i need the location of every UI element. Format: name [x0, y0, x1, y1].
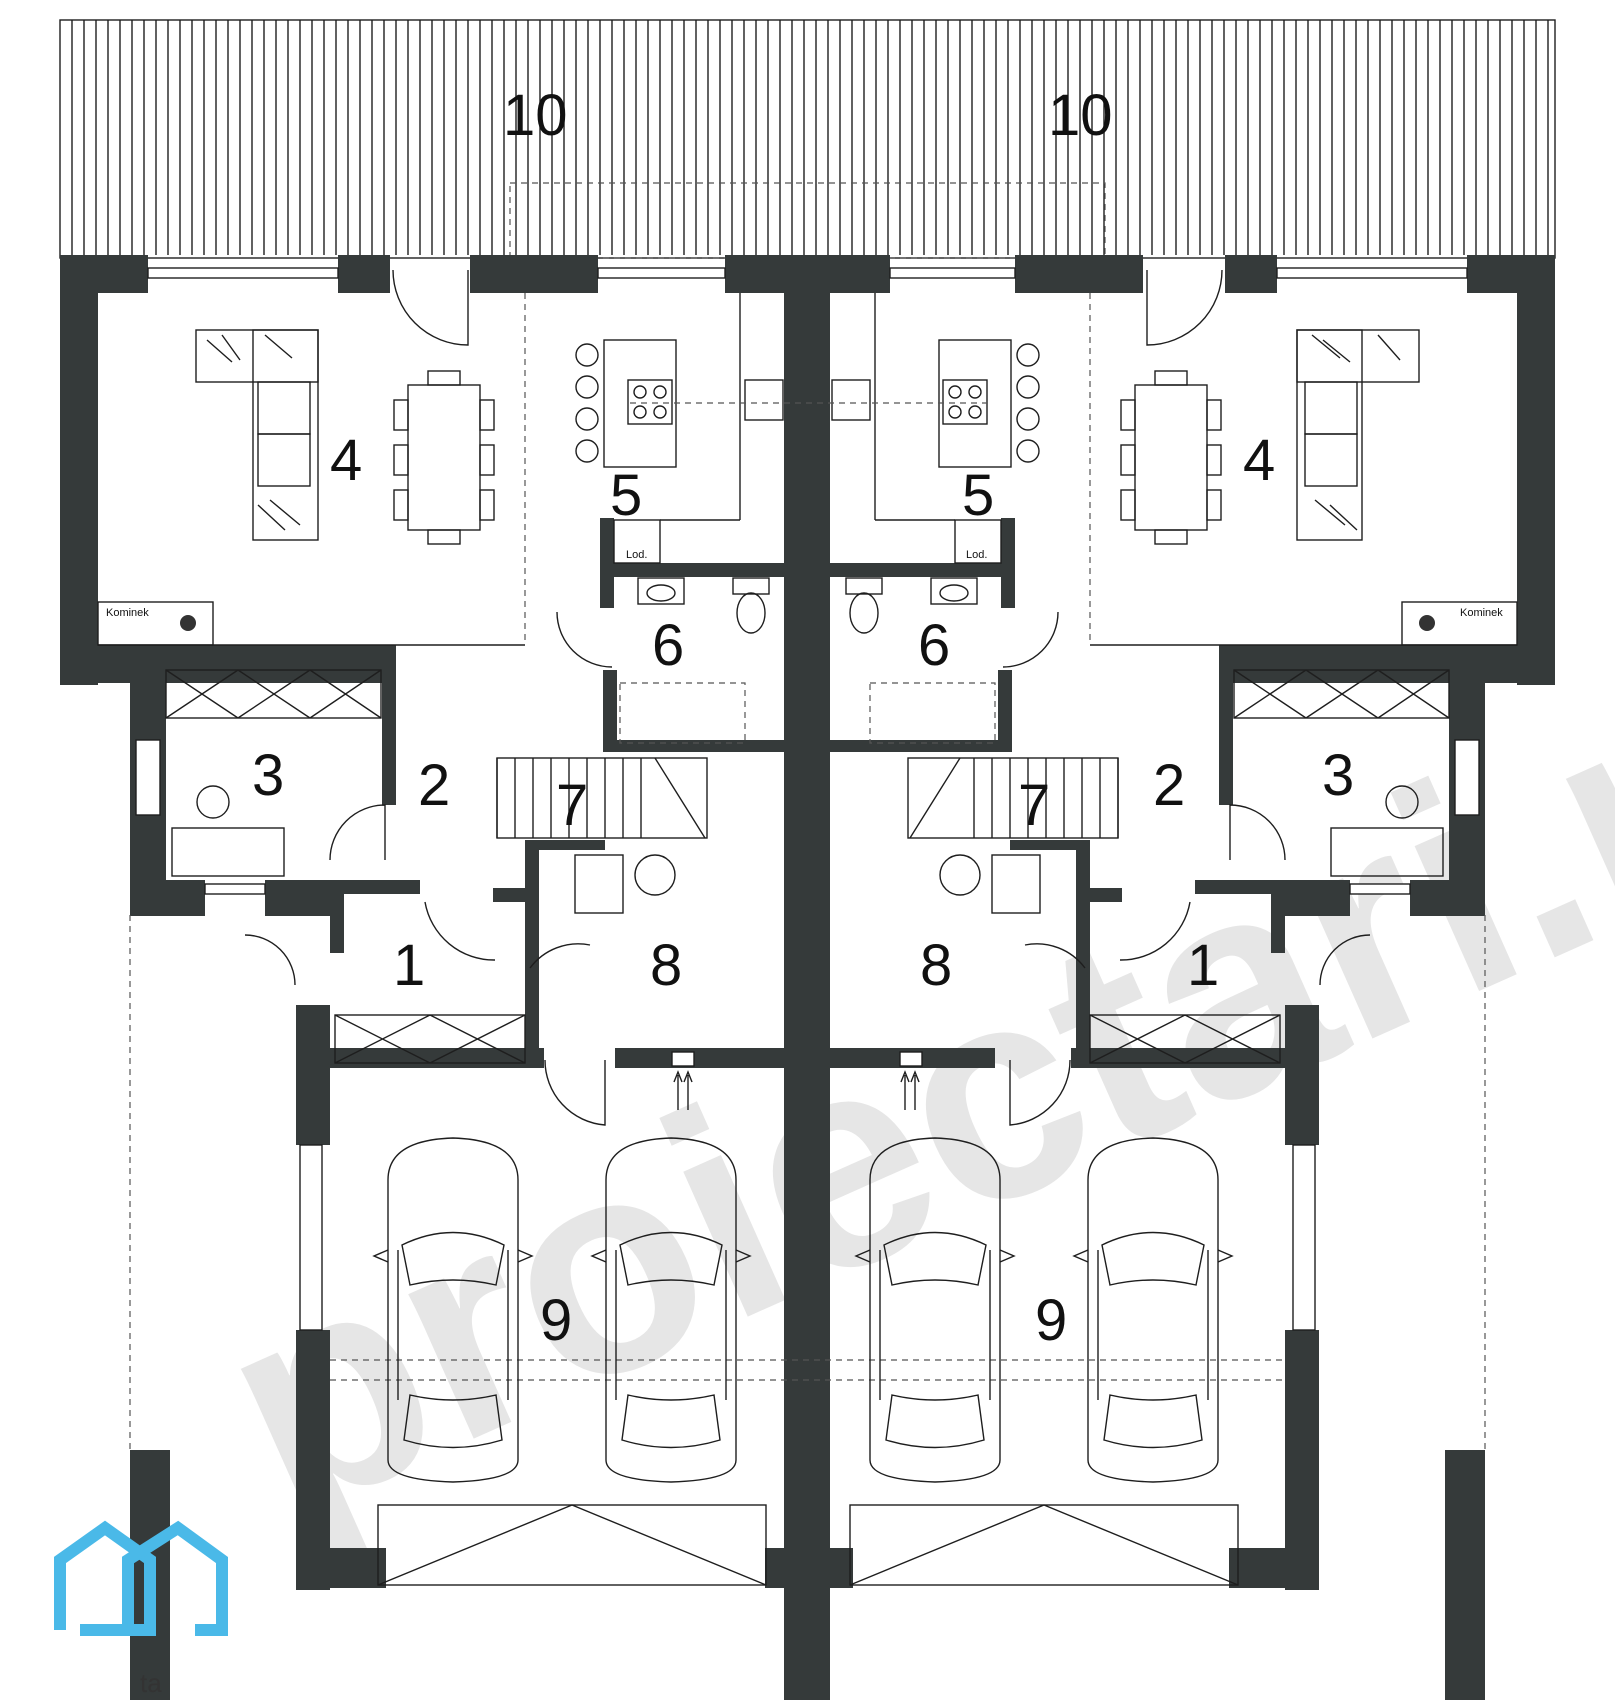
stool	[1016, 439, 1040, 463]
stool	[575, 375, 599, 399]
room-7-right: 7	[1018, 773, 1050, 838]
room-10-right: 10	[1048, 83, 1113, 148]
room-9-right: 9	[1035, 1288, 1067, 1353]
chair	[1206, 489, 1222, 521]
stool	[575, 407, 599, 431]
room-1-right: 1	[1187, 933, 1219, 998]
stairs	[496, 682, 1119, 839]
room-5-left: 5	[610, 463, 642, 528]
room-8-right: 8	[920, 933, 952, 998]
room-3-left: 3	[252, 743, 284, 808]
room-7-left: 7	[556, 773, 588, 838]
stool	[1016, 343, 1040, 367]
chair	[393, 444, 409, 476]
chair	[1206, 444, 1222, 476]
room-2-left: 2	[418, 753, 450, 818]
chair	[393, 489, 409, 521]
room-3-right: 3	[1322, 743, 1354, 808]
stool	[1016, 375, 1040, 399]
room-1-left: 1	[393, 933, 425, 998]
chair	[1154, 529, 1188, 545]
logo-text: ta	[140, 1668, 162, 1698]
room-6-right: 6	[918, 613, 950, 678]
room-5-right: 5	[962, 463, 994, 528]
room-4-left: 4	[330, 428, 362, 493]
furniture	[97, 329, 1518, 1586]
room-10-left: 10	[503, 83, 568, 148]
chair	[1206, 399, 1222, 431]
stool	[575, 343, 599, 367]
car	[372, 1137, 534, 1483]
windows	[135, 267, 1480, 1331]
room-2-right: 2	[1153, 753, 1185, 818]
chair	[427, 529, 461, 545]
chair	[1154, 370, 1188, 386]
chair	[393, 399, 409, 431]
chair	[1120, 399, 1136, 431]
room-9-left: 9	[540, 1288, 572, 1353]
room-6-left: 6	[652, 613, 684, 678]
car	[854, 1137, 1016, 1483]
chair	[479, 489, 495, 521]
house-logo-icon	[54, 1520, 228, 1636]
fridge-label-right: Lod.	[966, 549, 987, 561]
chair	[479, 399, 495, 431]
room-4-right: 4	[1243, 428, 1275, 493]
fireplace-label-right: Kominek	[1460, 607, 1503, 619]
stool	[575, 439, 599, 463]
terrace-stripes	[71, 20, 1549, 255]
chair	[427, 370, 461, 386]
chair	[1120, 444, 1136, 476]
cars	[372, 1137, 1234, 1483]
fridge-label-left: Lod.	[626, 549, 647, 561]
car	[590, 1137, 752, 1483]
room-8-left: 8	[650, 933, 682, 998]
stool	[1016, 407, 1040, 431]
room-labels: 10 10 4 4 5 5 6 6 3 3 2 2 7 7 1 1 8 8 9 …	[106, 83, 1503, 1353]
chair	[1120, 489, 1136, 521]
chair	[479, 444, 495, 476]
doors	[244, 269, 1371, 1126]
terrace	[59, 19, 1556, 259]
fireplace-label-left: Kominek	[106, 607, 149, 619]
car	[1072, 1137, 1234, 1483]
bar-stools	[575, 343, 1040, 463]
wardrobes	[165, 669, 1450, 1064]
dining-chairs	[393, 370, 1222, 545]
